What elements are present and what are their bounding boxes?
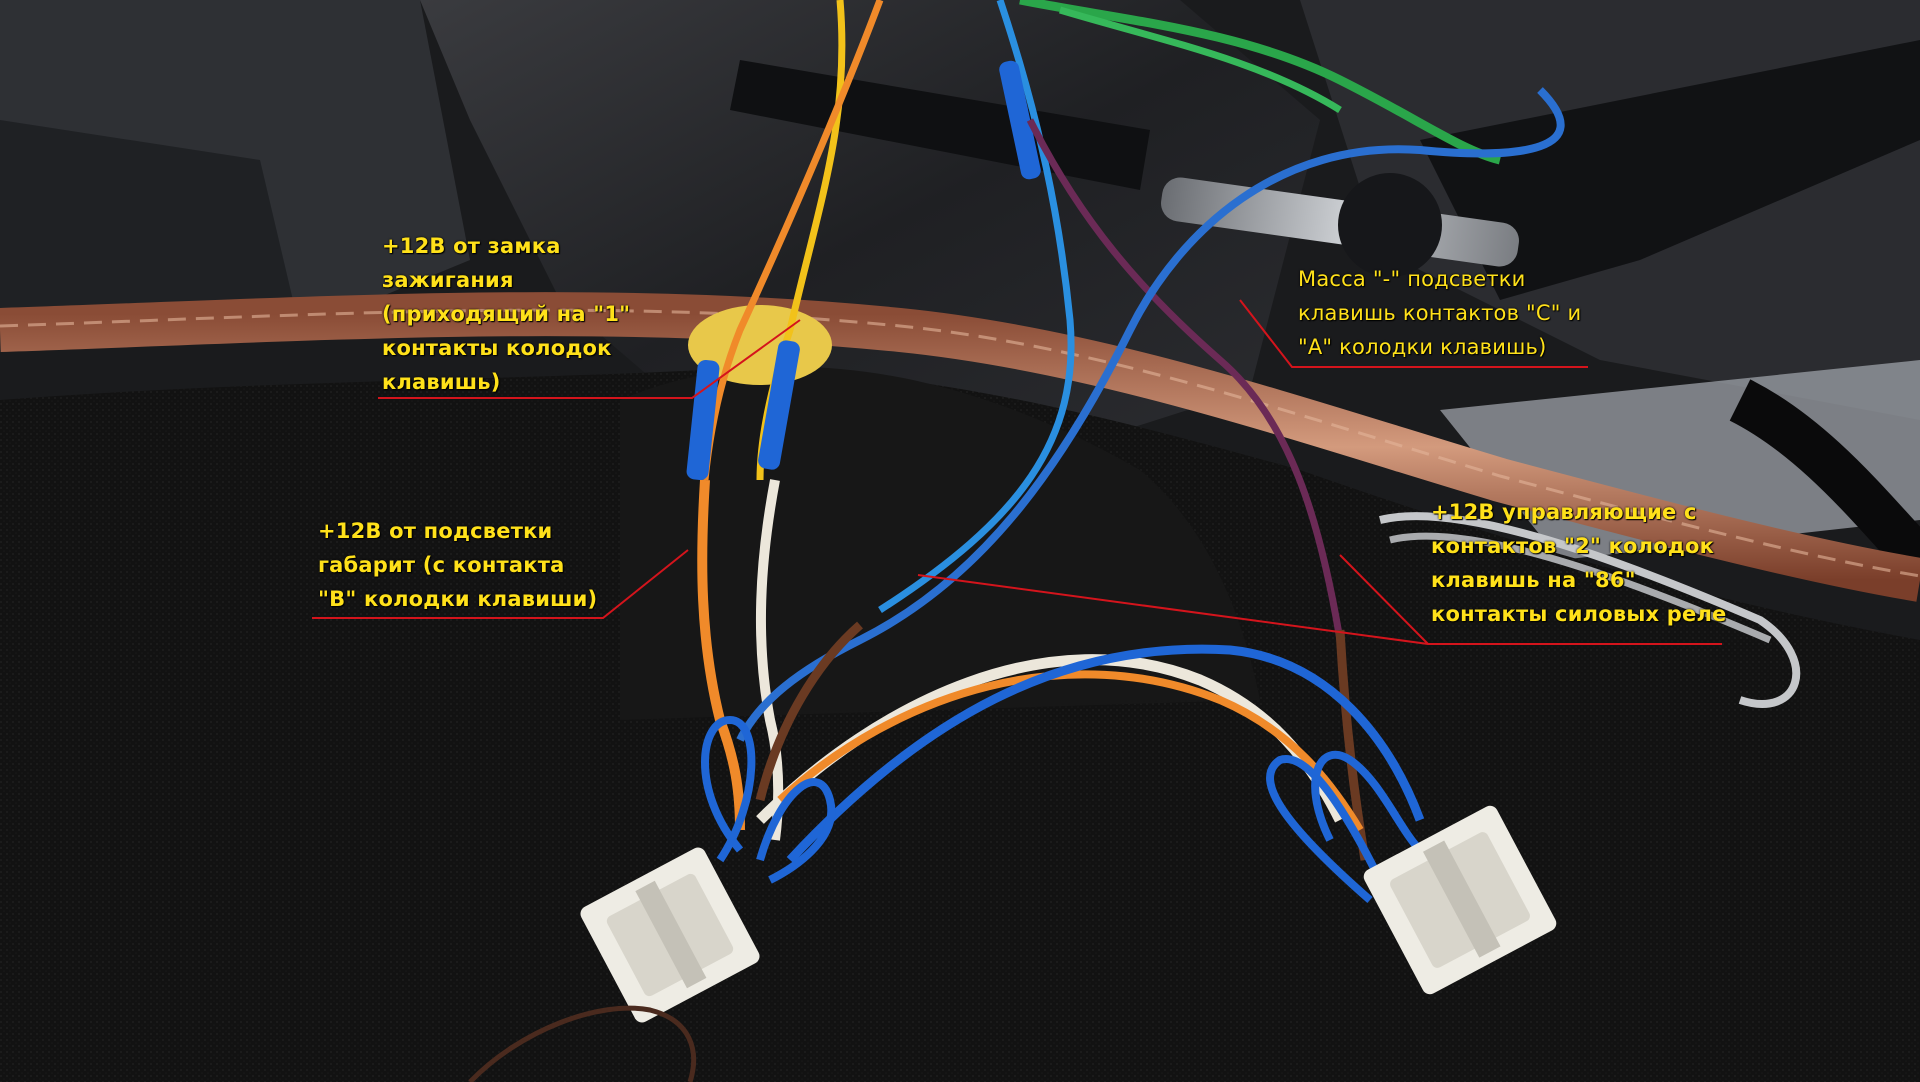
brown-wire-left: [755, 621, 863, 802]
connector-right: [1363, 805, 1557, 995]
blue-wire-center: [878, 0, 1075, 613]
blue-heatshrink-left-1: [686, 359, 720, 481]
copper-braid-highlight: [0, 308, 1920, 578]
steering-column-knob: [1338, 173, 1442, 277]
label-ignition-12v: +12В от замка зажигания (приходящий на "…: [382, 234, 631, 394]
leader-ignition: [378, 319, 801, 399]
blue-heatshrink-left-2: [758, 340, 800, 470]
green-wire: [1019, 0, 1502, 165]
leader-parking: [312, 549, 689, 619]
blue-heatshrink-center: [999, 60, 1041, 180]
label-parking-lights-12v: +12В от подсветки габарит (с контакта "В…: [318, 519, 598, 611]
blue-loop-right: [1266, 755, 1384, 904]
dark-brown-wire-bottom: [468, 1005, 697, 1082]
black-corrugated-tube: [1729, 379, 1920, 577]
leader-lines: [312, 299, 1722, 645]
connector-left: [580, 847, 760, 1023]
blue-loop-left: [701, 715, 756, 863]
purple-wire: [1026, 118, 1344, 641]
orange-wire-left: [697, 479, 745, 831]
grey-wire-bundle: [1379, 512, 1801, 708]
label-control-12v: +12В управляющие с контактов "2" колодок…: [1431, 500, 1727, 626]
grey-wire-bundle-2: [1389, 532, 1772, 644]
leader-control-2: [1339, 554, 1429, 645]
leader-ground: [1239, 299, 1588, 368]
green-wire-2: [1058, 6, 1342, 113]
label-ground-backlight: Масса "-" подсветки клавишь контактов "С…: [1298, 267, 1582, 359]
blue-loop-right-2: [1311, 750, 1423, 853]
left-panel-shade: [0, 120, 300, 350]
long-blue-wire: [736, 87, 1565, 742]
steering-column-bracket: [1420, 40, 1920, 300]
blue-loop-left-2: [756, 778, 836, 884]
blue-wire-bridge: [786, 644, 1425, 864]
copper-braid-cable: [0, 292, 1920, 602]
